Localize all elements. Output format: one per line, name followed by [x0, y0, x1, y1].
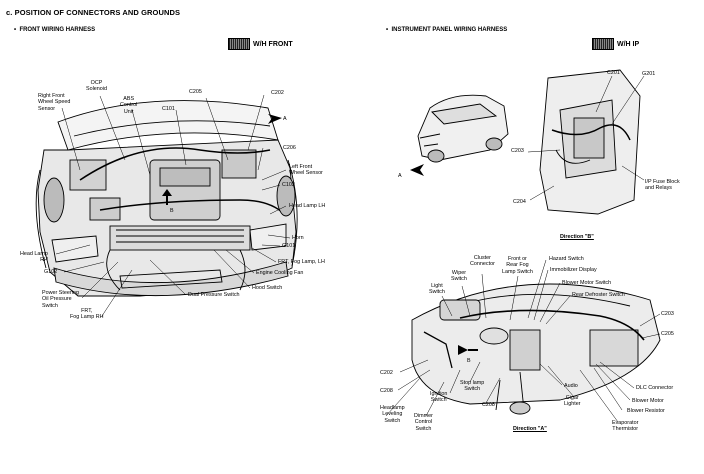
- power-steering-oil-pressure-switch-label: Power Steering Oil Pressure Switch: [42, 290, 79, 309]
- engine-cooling-fan-label: Engine Cooling Fan: [256, 270, 304, 276]
- harness-swatch-icon: [592, 38, 614, 50]
- c202-label: C202: [271, 90, 284, 96]
- harness-swatch-icon: [228, 38, 250, 50]
- direction-a-view-title: Direction "A": [513, 426, 547, 432]
- g102-label: G102: [44, 269, 58, 275]
- right-front-wheel-speed-sensor-label: Right Front Wheel Speed Sensor: [38, 93, 71, 112]
- direction-b-arrow-label: B: [170, 208, 174, 214]
- ip-direction-b-arrow-label: B: [467, 358, 471, 364]
- c203-label: C203: [511, 148, 524, 154]
- left-front-wheel-sensor-label: Left Front Wheel Sensor: [289, 164, 323, 177]
- c201-label: C201: [607, 70, 620, 76]
- cigar-lighter-label: Cigar Lighter: [564, 395, 581, 408]
- ip-direction-a-arrow-label: A: [398, 173, 402, 179]
- immobilizer-display-label: Immobilizer Display: [550, 267, 597, 273]
- ip-c203-label: C203: [661, 311, 674, 317]
- blower-resistor-label: Blower Resistor: [627, 408, 665, 414]
- ip-section-title: • INSTRUMENT PANEL WIRING HARNESS: [386, 27, 508, 33]
- blower-motor-label: Blower Motor: [632, 398, 664, 404]
- c204-label: C204: [513, 199, 526, 205]
- wiper-switch-label: Wiper Switch: [451, 270, 467, 283]
- front-rear-fog-lamp-switch-label: Front or Rear Fog Lamp Switch: [502, 256, 533, 275]
- c208-upper-label: C208: [380, 388, 393, 394]
- c205-label: C205: [189, 89, 202, 95]
- c102-label: C102: [282, 182, 295, 188]
- c208-lower-label: C208: [482, 402, 495, 408]
- frt-fog-lamp-lh-label: FRT, Fog Lamp, LH: [278, 259, 325, 265]
- horn-label: Horn: [292, 235, 304, 241]
- front-harness-badge: W/H FRONT: [228, 38, 293, 50]
- ip-fuse-block-and-relays-label: I/P Fuse Block and Relays: [645, 179, 680, 192]
- g201-label: G201: [642, 71, 656, 77]
- page-title: c. POSITION OF CONNECTORS AND GROUNDS: [6, 8, 181, 17]
- blower-motor-switch-label: Blower Motor Switch: [562, 280, 612, 286]
- ip-c202-label: C202: [380, 370, 393, 376]
- ocp-solenoid-label: OCP Solenoid: [86, 80, 107, 93]
- direction-a-arrow-label: A: [283, 116, 287, 122]
- cluster-connector-label: Cluster Connector: [470, 255, 495, 268]
- head-lamp-lh-label: Head Lamp LH: [289, 203, 326, 209]
- c206-label: C206: [283, 145, 296, 151]
- dual-pressure-switch-label: Dual Pressure Switch: [188, 292, 240, 298]
- hazard-switch-label: Hazard Switch: [549, 256, 584, 262]
- dimmer-control-switch-label: Dimmer Control Switch: [414, 413, 433, 432]
- rear-defroster-switch-label: Rear Defroster Switch: [572, 292, 625, 298]
- hood-switch-label: Hood Switch: [252, 285, 283, 291]
- direction-b-view-title: Direction "B": [560, 234, 594, 240]
- audio-label: Audio: [564, 383, 578, 389]
- abs-control-unit-label: ABS Control Unit: [120, 96, 138, 115]
- c101-label: C101: [162, 106, 175, 112]
- g101-label: G101: [282, 243, 296, 249]
- evaporator-thermistor-label: Evaporator Thermistor: [612, 420, 639, 433]
- front-section-title: • FRONT WIRING HARNESS: [14, 27, 96, 33]
- light-switch-label: Light Switch: [429, 283, 445, 296]
- ip-c205-label: C205: [661, 331, 674, 337]
- stop-lamp-switch-label: Stop lamp Switch: [460, 380, 485, 393]
- frt-fog-lamp-rh-label: FRT, Fog Lamp RH: [70, 308, 104, 321]
- head-lamp-rh-label: Head Lamp RH: [20, 251, 48, 264]
- ignition-switch-label: Ignition Switch: [430, 391, 448, 404]
- headlamp-leveling-switch-label: Headlamp Leveling Switch: [380, 405, 405, 424]
- dlc-connector-label: DLC Connector: [636, 385, 674, 391]
- ip-harness-badge: W/H IP: [592, 38, 639, 50]
